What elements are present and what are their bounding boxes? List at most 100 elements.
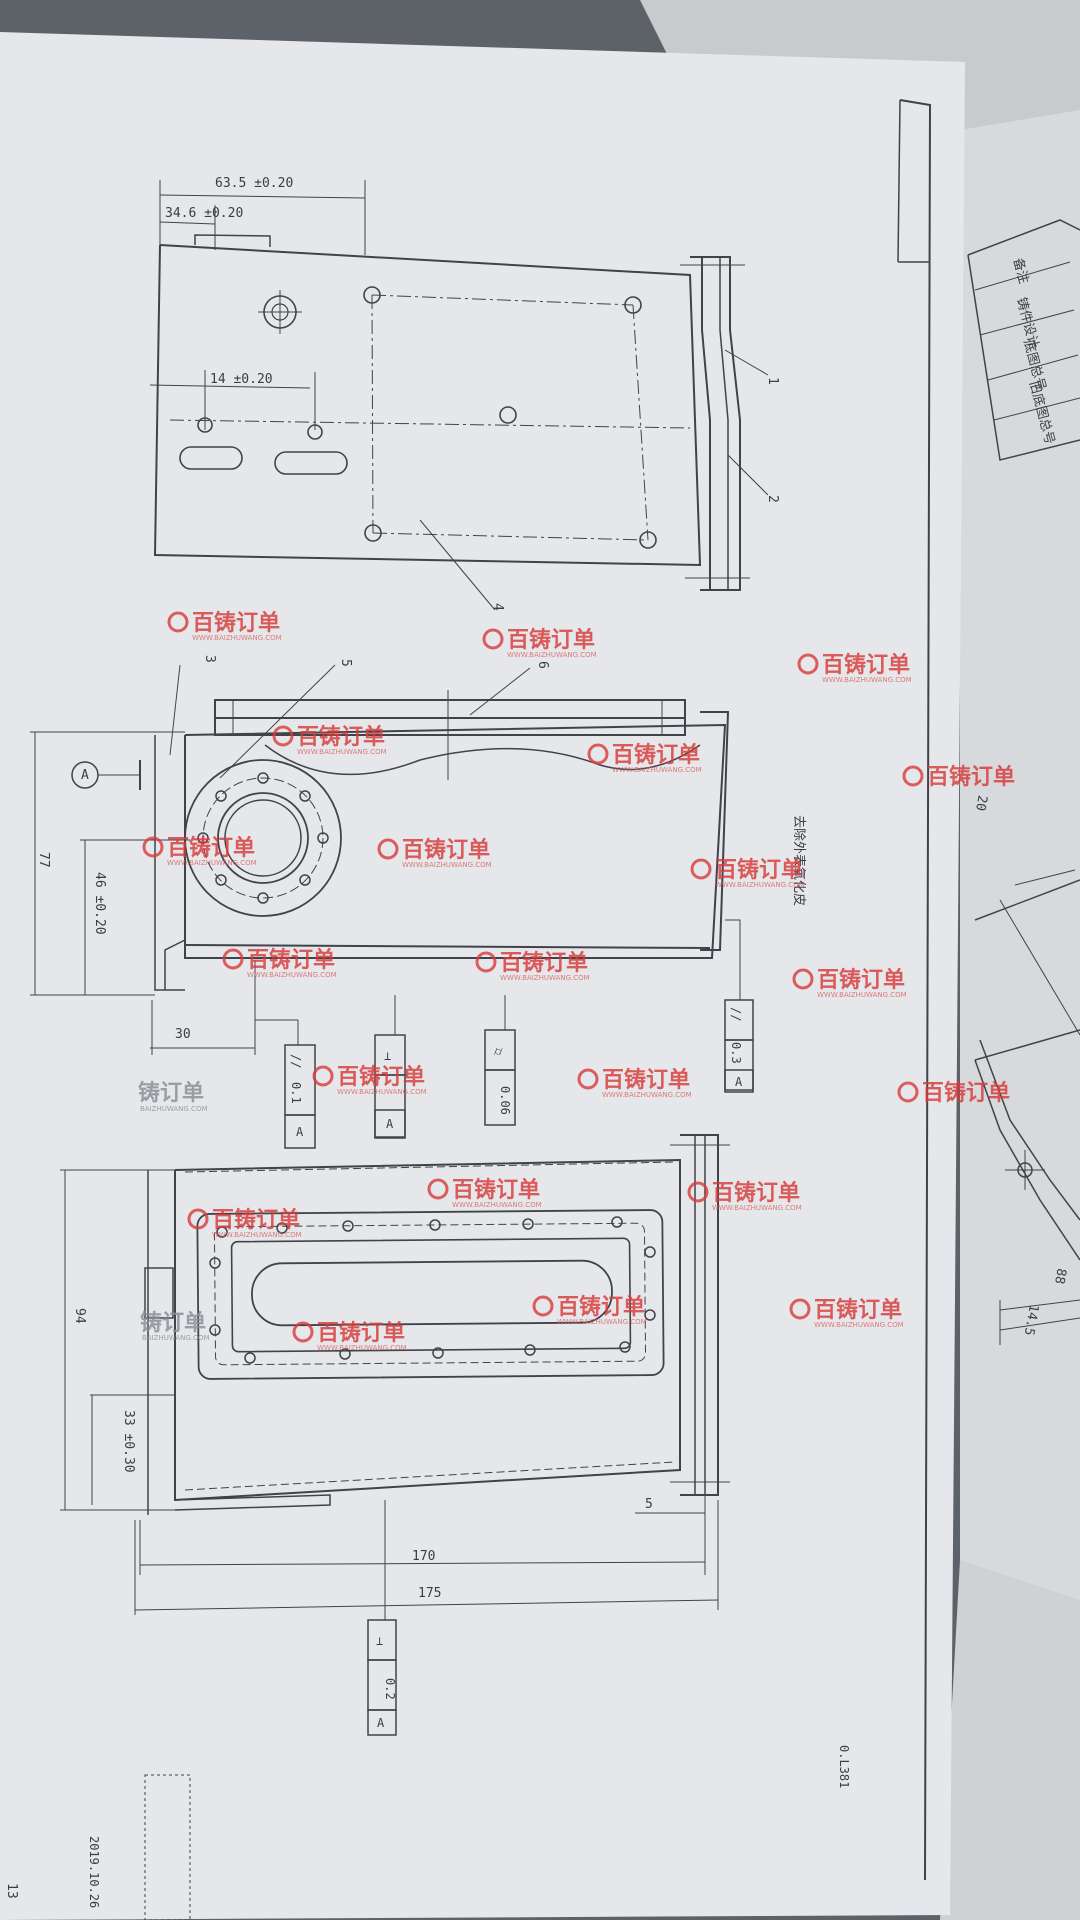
svg-text:WWW.BAIZHUWANG.COM: WWW.BAIZHUWANG.COM: [612, 766, 702, 774]
svg-text:WWW.BAIZHUWANG.COM: WWW.BAIZHUWANG.COM: [247, 971, 337, 979]
svg-text:百铸订单: 百铸订单: [822, 652, 910, 678]
watermark: 百铸订单 WWW.BAIZHUWANG.COM: [797, 652, 912, 684]
callout-1: 1: [765, 377, 780, 385]
title-row-1: 备注: [1010, 256, 1032, 285]
svg-text:WWW.BAIZHUWANG.COM: WWW.BAIZHUWANG.COM: [317, 1344, 407, 1352]
dim-5: 5: [645, 1497, 653, 1512]
watermark-partial: 百铸订单: [902, 764, 1015, 790]
watermark: 百铸订单 WWW.BAIZHUWANG.COM: [272, 724, 387, 756]
tol-5-value: 0.2: [383, 1678, 397, 1700]
corner-stamp: 2019.10.26: [87, 1836, 101, 1908]
watermark: 百铸订单 WWW.BAIZHUWANG.COM: [687, 1180, 802, 1212]
sheet-code: 0.L381: [837, 1745, 851, 1788]
svg-text:百铸订单: 百铸订单: [192, 610, 280, 636]
svg-text:WWW.BAIZHUWANG.COM: WWW.BAIZHUWANG.COM: [337, 1088, 427, 1096]
watermark: 百铸订单 WWW.BAIZHUWANG.COM: [222, 947, 337, 979]
watermark: 百铸订单 WWW.BAIZHUWANG.COM: [167, 610, 282, 642]
watermark: 百铸订单 WWW.BAIZHUWANG.COM: [532, 1294, 647, 1326]
svg-text:WWW.BAIZHUWANG.COM: WWW.BAIZHUWANG.COM: [167, 859, 257, 867]
watermark: 百铸订单 WWW.BAIZHUWANG.COM: [292, 1320, 407, 1352]
dim-33: 33 ±0.30: [121, 1410, 136, 1473]
callout-4: 4: [490, 603, 505, 611]
svg-text:百铸订单: 百铸订单: [337, 1064, 425, 1090]
tol-1-value: 0.1: [289, 1082, 303, 1104]
callout-2: 2: [765, 495, 780, 503]
svg-text:WWW.BAIZHUWANG.COM: WWW.BAIZHUWANG.COM: [822, 676, 912, 684]
watermark: 百铸订单 WWW.BAIZHUWANG.COM: [789, 1297, 904, 1329]
svg-text:百铸订单: 百铸订单: [712, 1180, 800, 1206]
dim-170: 170: [412, 1549, 435, 1564]
callout-3: 3: [202, 655, 217, 663]
dim-34-6: 34.6 ±0.20: [165, 206, 243, 221]
top-view: [149, 180, 769, 611]
watermark-partial: 铸订单 BAIZHUWANG.COM: [140, 1310, 210, 1342]
svg-text:百铸订单: 百铸订单: [814, 1297, 902, 1323]
svg-text:百铸订单: 百铸订单: [452, 1177, 540, 1203]
svg-text:WWW.BAIZHUWANG.COM: WWW.BAIZHUWANG.COM: [715, 881, 805, 889]
dim-63-5: 63.5 ±0.20: [215, 176, 293, 191]
svg-text:WWW.BAIZHUWANG.COM: WWW.BAIZHUWANG.COM: [402, 861, 492, 869]
watermark: 百铸订单 WWW.BAIZHUWANG.COM: [482, 627, 597, 659]
svg-text:BAIZHUWANG.COM: BAIZHUWANG.COM: [140, 1105, 208, 1113]
dim-175: 175: [418, 1586, 441, 1601]
watermark: 百铸订单 WWW.BAIZHUWANG.COM: [577, 1067, 692, 1099]
svg-text:WWW.BAIZHUWANG.COM: WWW.BAIZHUWANG.COM: [817, 991, 907, 999]
svg-text:WWW.BAIZHUWANG.COM: WWW.BAIZHUWANG.COM: [297, 748, 387, 756]
svg-text:百铸订单: 百铸订单: [212, 1207, 300, 1233]
datum-a-label: A: [81, 768, 89, 783]
svg-text:WWW.BAIZHUWANG.COM: WWW.BAIZHUWANG.COM: [192, 634, 282, 642]
svg-text:WWW.BAIZHUWANG.COM: WWW.BAIZHUWANG.COM: [602, 1091, 692, 1099]
callout-5: 5: [338, 659, 353, 667]
watermark: 百铸订单 WWW.BAIZHUWANG.COM: [475, 950, 590, 982]
svg-text:百铸订单: 百铸订单: [927, 764, 1015, 790]
svg-text:百铸订单: 百铸订单: [167, 835, 255, 861]
svg-text:百铸订单: 百铸订单: [500, 950, 588, 976]
tol-4-symbol: //: [729, 1007, 743, 1021]
svg-text:百铸订单: 百铸订单: [317, 1320, 405, 1346]
svg-text:WWW.BAIZHUWANG.COM: WWW.BAIZHUWANG.COM: [712, 1204, 802, 1212]
svg-text:百铸订单: 百铸订单: [507, 627, 595, 653]
watermark: 百铸订单 WWW.BAIZHUWANG.COM: [690, 857, 805, 889]
dim-14: 14 ±0.20: [210, 372, 273, 387]
svg-text:百铸订单: 百铸订单: [602, 1067, 690, 1093]
dim-46: 46 ±0.20: [92, 872, 107, 935]
svg-text:WWW.BAIZHUWANG.COM: WWW.BAIZHUWANG.COM: [507, 651, 597, 659]
tol-3-value: 0.06: [498, 1086, 512, 1115]
watermark: 百铸订单 WWW.BAIZHUWANG.COM: [312, 1064, 427, 1096]
side-dim-14-5: 14.5: [1021, 1303, 1041, 1336]
svg-text:百铸订单: 百铸订单: [297, 724, 385, 750]
callout-6: 6: [535, 661, 550, 669]
tol-1-symbol: //: [289, 1054, 303, 1068]
dim-30: 30: [175, 1027, 191, 1042]
tol-1-datum: A: [296, 1125, 304, 1139]
watermark-partial: 铸订单 BAIZHUWANG.COM: [138, 1080, 208, 1113]
dim-77: 77: [36, 852, 51, 868]
side-sheet-drawing: [974, 869, 1080, 1345]
svg-text:百铸订单: 百铸订单: [612, 742, 700, 768]
watermark: 百铸订单 WWW.BAIZHUWANG.COM: [377, 837, 492, 869]
tol-2-symbol: ⊥: [384, 1049, 391, 1063]
tol-4-value: 0.3: [729, 1042, 743, 1064]
svg-text:百铸订单: 百铸订单: [247, 947, 335, 973]
dim-94: 94: [72, 1308, 87, 1324]
svg-text:BAIZHUWANG.COM: BAIZHUWANG.COM: [142, 1334, 210, 1342]
tol-3-symbol: ⌭: [494, 1044, 503, 1058]
svg-text:WWW.BAIZHUWANG.COM: WWW.BAIZHUWANG.COM: [814, 1321, 904, 1329]
svg-text:铸订单: 铸订单: [138, 1080, 204, 1106]
svg-text:百铸订单: 百铸订单: [715, 857, 803, 883]
svg-text:WWW.BAIZHUWANG.COM: WWW.BAIZHUWANG.COM: [212, 1231, 302, 1239]
watermark: 百铸订单 WWW.BAIZHUWANG.COM: [142, 835, 257, 867]
svg-text:百铸订单: 百铸订单: [817, 967, 905, 993]
note-remove-scale: 去除外表氧化皮: [791, 815, 806, 906]
page-number: 13: [4, 1883, 19, 1899]
side-dim-88: 88: [1051, 1267, 1068, 1285]
watermark-partial: 百铸订单: [897, 1080, 1010, 1106]
paper-sheet: [0, 32, 965, 1920]
watermark: 百铸订单 WWW.BAIZHUWANG.COM: [187, 1207, 302, 1239]
watermark: 百铸订单 WWW.BAIZHUWANG.COM: [427, 1177, 542, 1209]
tol-4-datum: A: [735, 1075, 743, 1089]
side-dim-20: 20: [972, 794, 989, 812]
svg-text:百铸订单: 百铸订单: [402, 837, 490, 863]
svg-text:WWW.BAIZHUWANG.COM: WWW.BAIZHUWANG.COM: [500, 974, 590, 982]
